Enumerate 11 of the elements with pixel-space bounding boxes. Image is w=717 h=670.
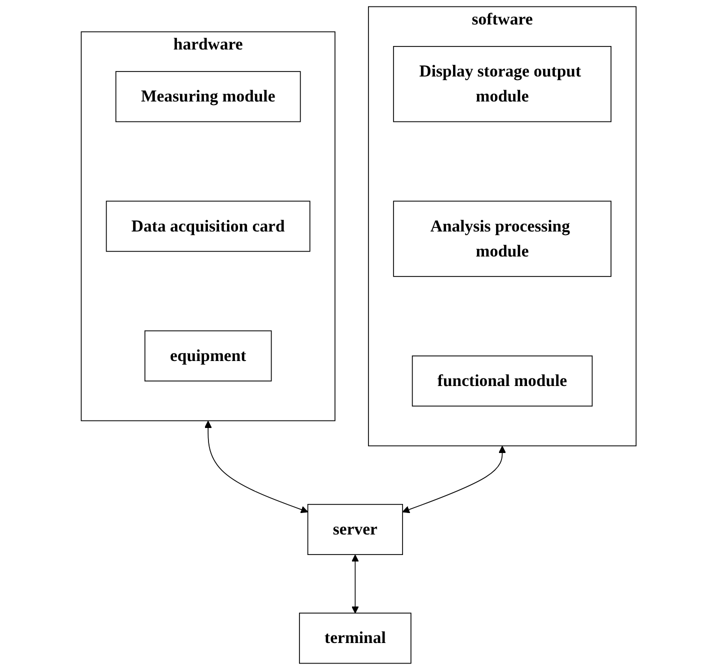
node-box: server	[307, 504, 403, 555]
node-box: equipment	[144, 330, 272, 382]
arrow	[351, 554, 359, 614]
node-box: functional module	[412, 356, 592, 407]
node-box: Analysis processing module	[392, 200, 612, 277]
node-box: Data acquisition card	[106, 200, 310, 252]
node-box: terminal	[298, 612, 412, 664]
node-box: Measuring module	[115, 71, 301, 122]
arrow	[204, 420, 308, 514]
arrow	[402, 446, 506, 514]
node-box: Display storage output module	[392, 46, 612, 122]
